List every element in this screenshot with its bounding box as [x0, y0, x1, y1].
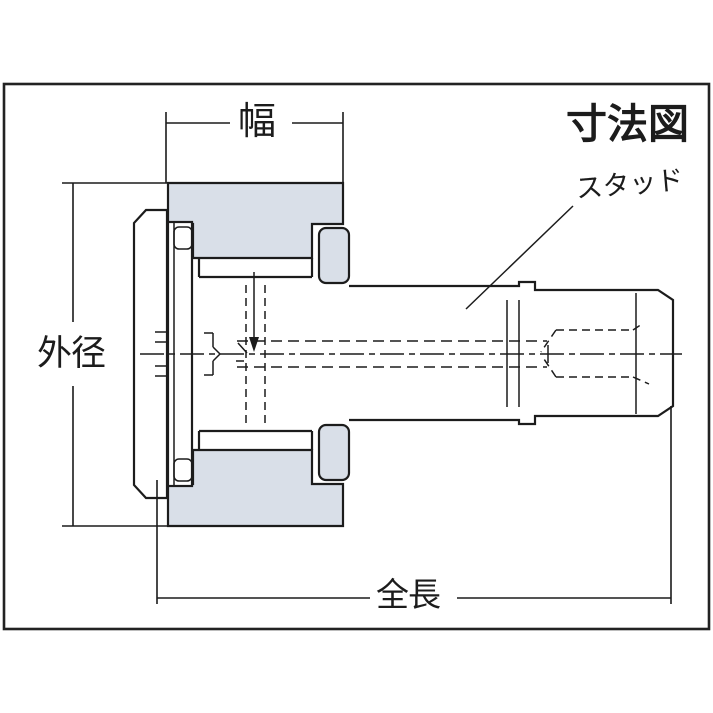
stud-shaft-outline	[349, 280, 675, 426]
hex-socket-hidden-lines	[540, 323, 650, 385]
grease-hole-arrowhead	[249, 337, 259, 352]
outer-diameter-dimension-label: 外径	[37, 334, 106, 373]
total-length-dimension-lines	[156, 406, 672, 604]
width-dimension-label: 幅	[238, 101, 277, 143]
outer-diameter-dimension-lines	[62, 182, 168, 527]
stud-leader-line	[465, 205, 574, 310]
outer-ring-bottom-section	[166, 448, 345, 528]
right-side-plate-bottom-section	[317, 423, 351, 482]
width-dimension-lines	[165, 112, 344, 183]
needle-roller-bottom	[197, 429, 314, 450]
right-side-plate-top-section	[317, 226, 351, 285]
left-face-hole-details	[155, 331, 248, 377]
drawing-frame	[2, 82, 711, 631]
grease-passage-hidden-lines	[237, 340, 547, 368]
left-side-plate-lip-bottom	[173, 458, 193, 482]
left-side-plate-lip-top	[173, 226, 193, 250]
drawing-title: 寸法図	[566, 101, 689, 147]
outer-ring-top-section	[166, 181, 345, 260]
total-length-dimension-label: 全長	[376, 576, 441, 613]
needle-roller-top	[197, 258, 314, 279]
